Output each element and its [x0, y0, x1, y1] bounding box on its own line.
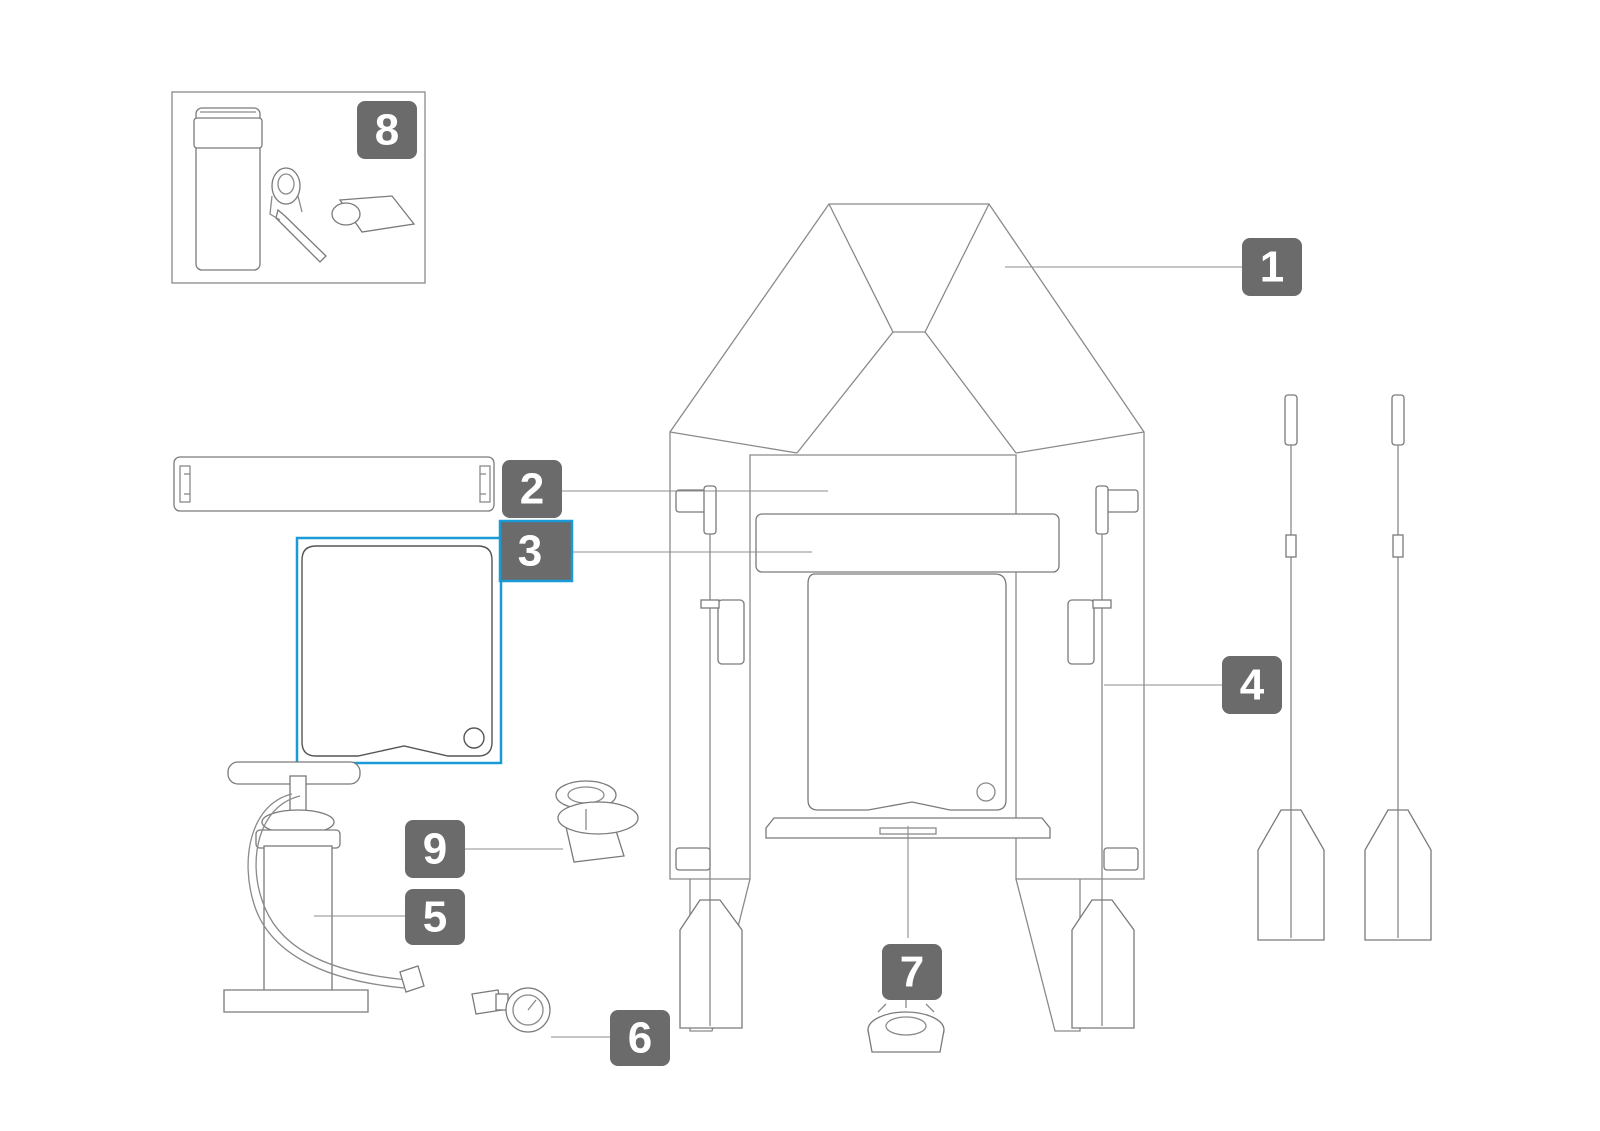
callout-label-6: 6 — [628, 1014, 652, 1063]
callout-label-3: 3 — [518, 527, 542, 576]
callout-label-7: 7 — [900, 948, 924, 997]
callout-badge-2[interactable]: 2 — [502, 460, 562, 518]
selected-callout-highlight — [498, 519, 574, 583]
callout-label-8: 8 — [375, 106, 399, 155]
oars-part[interactable] — [679, 394, 1432, 1029]
callout-badge-9[interactable]: 9 — [405, 820, 465, 878]
callout-badge-5[interactable]: 5 — [405, 889, 465, 945]
valve-cap-part[interactable] — [867, 1000, 945, 1053]
repair-kit-part[interactable] — [171, 91, 426, 284]
selected-part-highlight — [295, 536, 503, 765]
callout-label-2: 2 — [520, 465, 544, 514]
boat-hull-part[interactable] — [669, 203, 1145, 1032]
callout-badge-6[interactable]: 6 — [610, 1010, 670, 1066]
callout-label-1: 1 — [1260, 243, 1284, 292]
floor-board-part[interactable] — [295, 536, 503, 765]
callout-badge-3[interactable]: 3 — [498, 519, 574, 583]
callout-label-4: 4 — [1240, 661, 1265, 710]
pressure-gauge-part[interactable] — [471, 987, 551, 1033]
leader-lines — [314, 266, 1242, 1038]
callout-label-5: 5 — [423, 893, 447, 942]
callout-label-9: 9 — [423, 825, 447, 874]
hand-pump-part[interactable] — [223, 761, 425, 1013]
callout-badge-8[interactable]: 8 — [357, 101, 417, 159]
callout-badge-7[interactable]: 7 — [882, 944, 942, 1000]
seat-bench-part[interactable] — [173, 456, 495, 512]
callout-badge-1[interactable]: 1 — [1242, 238, 1302, 296]
valve-part[interactable] — [555, 780, 639, 863]
callout-badge-4[interactable]: 4 — [1222, 656, 1282, 714]
